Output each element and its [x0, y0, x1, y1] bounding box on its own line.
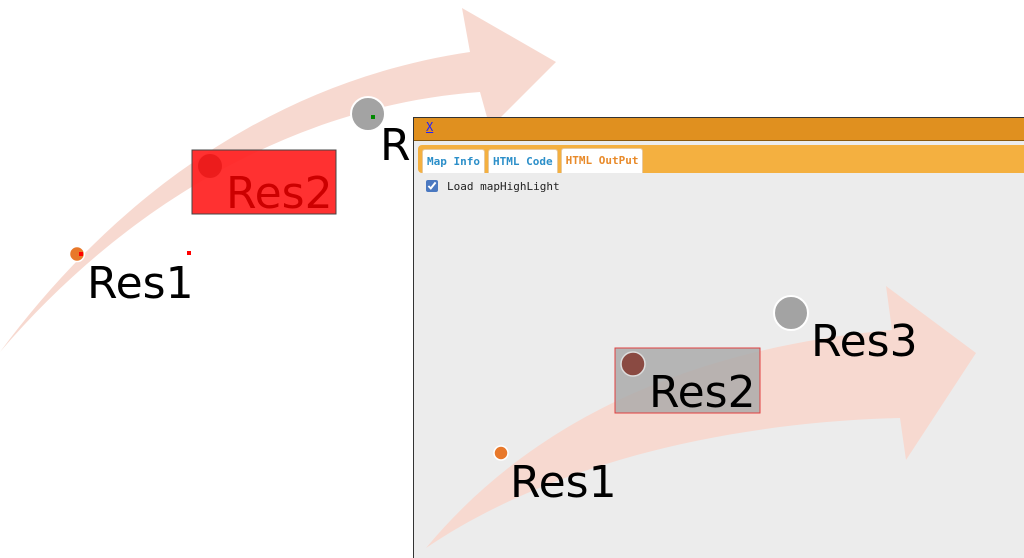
res2-dot [198, 154, 222, 178]
close-button[interactable]: X [426, 120, 434, 134]
tab-map-info[interactable]: Map Info [422, 149, 485, 173]
tab-bar: Map Info HTML Code HTML OutPut [418, 145, 1024, 173]
res3-marker[interactable] [371, 115, 375, 119]
load-maphighlight-checkbox[interactable] [426, 180, 438, 192]
res2-label: Res2 [226, 168, 333, 219]
output-res1-label: Res1 [510, 457, 617, 508]
res1-label: Res1 [87, 258, 194, 309]
popup-titlebar[interactable]: X [414, 118, 1024, 141]
load-maphighlight-label: Load mapHighLight [447, 180, 560, 193]
tab-html-output[interactable]: HTML OutPut [560, 148, 644, 173]
drag-handle-marker[interactable] [187, 251, 191, 255]
output-res3-dot [773, 295, 809, 331]
popup-window: X Map Info HTML Code HTML OutPut Load ma… [413, 117, 1024, 558]
res1-dot [68, 245, 86, 263]
res3-label-partial: R [380, 120, 411, 171]
output-res1-dot [493, 445, 509, 461]
curved-arrow [0, 8, 556, 352]
res3-dot [350, 96, 386, 132]
output-res2-label: Res2 [649, 367, 756, 418]
output-res2-dot [620, 351, 646, 377]
res2-highlight-area[interactable] [191, 149, 337, 215]
tab-html-code[interactable]: HTML Code [487, 149, 558, 173]
res1-marker[interactable] [79, 252, 83, 256]
output-res3-label: Res3 [811, 316, 918, 367]
output-map-graphic [426, 286, 976, 548]
output-curved-arrow [426, 286, 976, 548]
